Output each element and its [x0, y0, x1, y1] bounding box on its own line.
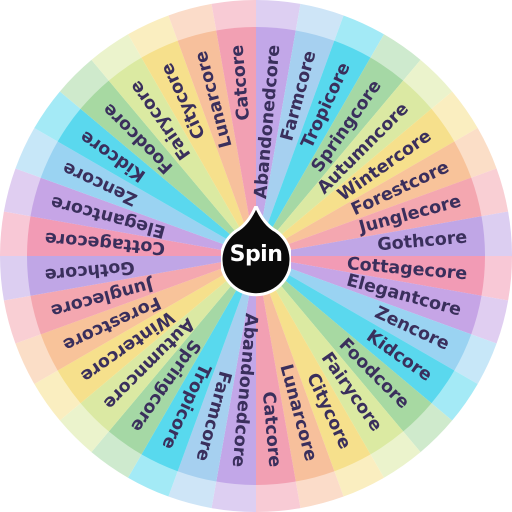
wheel-segment	[256, 256, 472, 371]
wheel-segment	[108, 256, 256, 455]
wheel-segment	[216, 27, 256, 256]
wheel-segment	[80, 256, 256, 432]
wheel-segment	[256, 177, 482, 256]
wheel-segment	[256, 256, 485, 296]
spin-button[interactable]: Spin	[221, 206, 291, 300]
wheel-segment	[256, 256, 482, 335]
wheel-segment	[256, 256, 335, 482]
wheel-segment	[80, 80, 256, 256]
wheel-segment	[256, 80, 432, 256]
wheel-segment	[27, 216, 256, 256]
wheel-segment	[27, 256, 256, 296]
wheel-segment	[141, 40, 256, 256]
wheel-segment	[40, 141, 256, 256]
wheel-segment	[256, 256, 404, 455]
wheel-segment	[57, 108, 257, 256]
wheel-segment	[40, 256, 256, 371]
wheel-segment	[256, 256, 432, 432]
wheel-segment	[256, 108, 455, 256]
wheel-segment	[256, 256, 455, 404]
wheel-segment	[177, 30, 256, 257]
wheel-segment	[256, 216, 485, 256]
wheel-segment	[256, 30, 335, 257]
wheel-segment	[256, 57, 404, 257]
wheel-segment	[30, 256, 257, 335]
wheel-segment	[30, 177, 257, 256]
wheel-segment	[141, 256, 256, 472]
wheel-segment	[256, 27, 296, 256]
wheel-segment	[57, 256, 257, 404]
wheel-segment	[216, 256, 256, 485]
wheel-segment	[256, 40, 371, 256]
wheel-segment	[256, 256, 371, 472]
wheel-segment	[108, 57, 256, 257]
wheel-segment	[256, 141, 472, 256]
wheel-segment	[256, 256, 296, 485]
spin-label: Spin	[229, 242, 283, 267]
teardrop-pointer-icon	[221, 206, 291, 297]
wheel-segment	[177, 256, 256, 482]
